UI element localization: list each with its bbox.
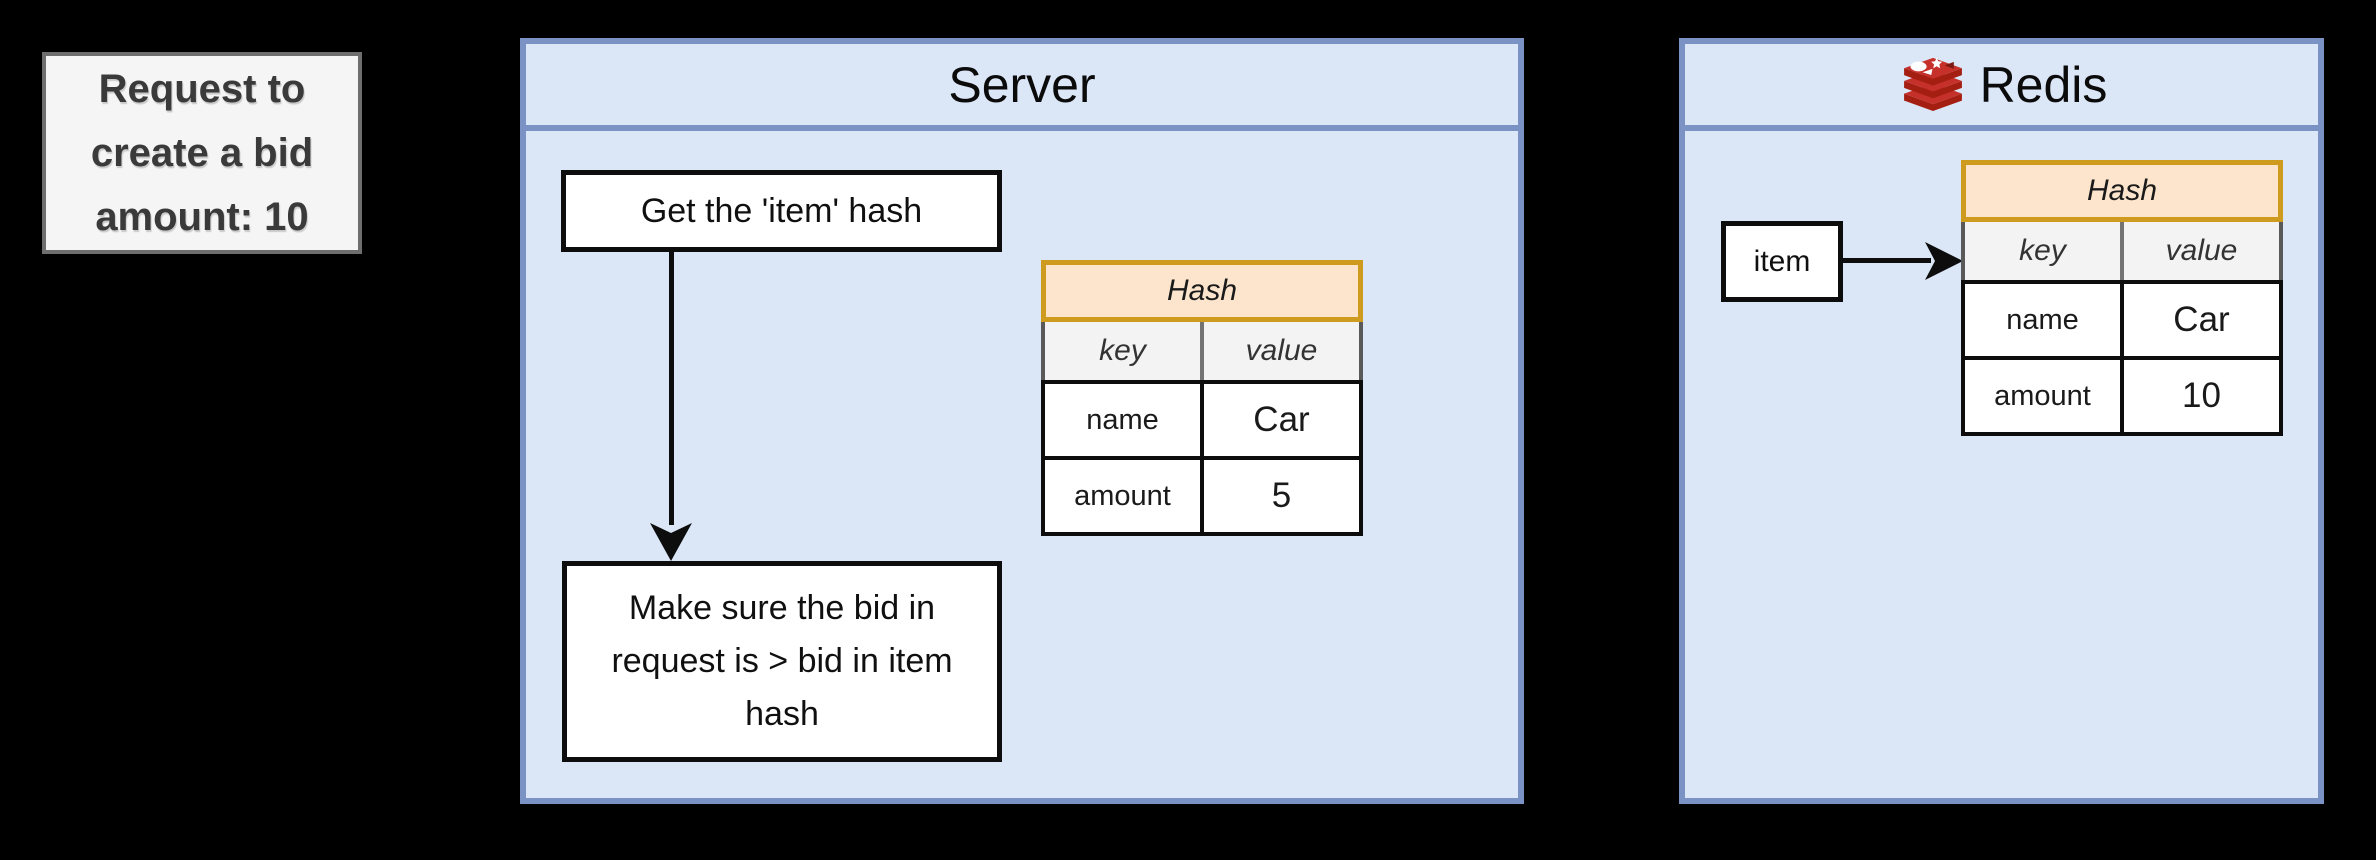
arrow-right-head-icon <box>1925 242 1963 280</box>
table-row: name Car <box>1041 380 1363 460</box>
redis-panel-title: Redis <box>1979 56 2108 113</box>
cell-key-amount: amount <box>1965 360 2124 432</box>
item-key-box-label: item <box>1753 245 1811 278</box>
request-note-line: create a bid <box>90 131 314 175</box>
server-panel-header: Server <box>526 44 1518 131</box>
request-note: Request to create a bid amount: 10 <box>42 52 362 254</box>
table-row: amount 5 <box>1041 456 1363 536</box>
cell-value-name: Car <box>1253 400 1310 439</box>
flow-box-get-item-hash: Get the 'item' hash <box>561 170 1002 252</box>
server-hash-table-title: Hash <box>1041 260 1363 322</box>
flow-box-get-item-hash-label: Get the 'item' hash <box>640 191 923 230</box>
flow-box-validate-bid-line: Make sure the bid in <box>628 589 936 627</box>
redis-logo-icon <box>1903 57 1962 111</box>
cell-key-name: name <box>1045 384 1204 456</box>
table-row: name Car <box>1961 280 2283 360</box>
arrow-right-line <box>1843 258 1931 263</box>
redis-panel-header: Redis <box>1685 44 2318 131</box>
request-note-line: Request to <box>98 67 306 111</box>
item-key-box: item <box>1721 221 1843 302</box>
flow-box-validate-bid-line: hash <box>745 695 819 733</box>
server-hash-table-column-headers: key value <box>1041 322 1363 380</box>
server-panel-title: Server <box>948 56 1096 113</box>
redis-hash-table-title: Hash <box>1961 160 2283 222</box>
column-header-key: key <box>1965 222 2124 280</box>
column-header-value: value <box>1245 334 1318 367</box>
column-header-key: key <box>1045 322 1204 380</box>
column-header-value: value <box>2165 234 2238 267</box>
table-row: amount 10 <box>1961 356 2283 436</box>
flow-box-validate-bid: Make sure the bid in request is > bid in… <box>562 561 1002 762</box>
cell-value-amount: 5 <box>1271 476 1292 515</box>
redis-hash-table: Hash key value name Car amount 10 <box>1961 160 2283 436</box>
request-note-line: amount: 10 <box>95 195 309 239</box>
redis-hash-table-column-headers: key value <box>1961 222 2283 280</box>
flow-box-validate-bid-line: request is > bid in item <box>611 642 953 680</box>
cell-key-amount: amount <box>1045 460 1204 532</box>
cell-value-name: Car <box>2173 300 2230 339</box>
arrow-down-line <box>669 252 674 525</box>
cell-value-amount: 10 <box>2182 376 2221 415</box>
server-hash-table: Hash key value name Car amount 5 <box>1041 260 1363 536</box>
arrow-down-head-icon <box>650 523 692 561</box>
cell-key-name: name <box>1965 284 2124 356</box>
